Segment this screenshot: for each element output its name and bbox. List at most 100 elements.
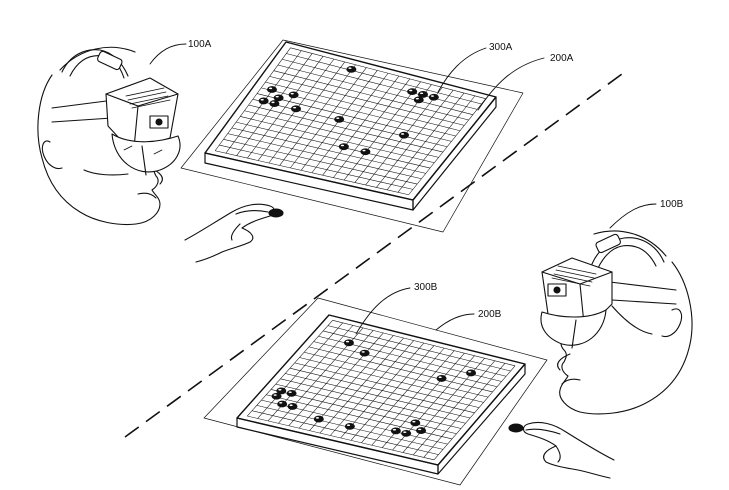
player-b-goggle-lenses	[540, 309, 607, 346]
board-b-side	[437, 363, 526, 475]
player-a-vent-grille	[125, 87, 171, 109]
player-b-mouth	[561, 378, 581, 385]
board-a-stone-highlight	[271, 101, 275, 104]
player-b-strap-clip	[595, 233, 621, 254]
board-a	[180, 39, 524, 233]
board-b-stone	[271, 392, 282, 400]
player-b-lens-divider	[571, 319, 577, 349]
board-a-grid-line-h	[231, 127, 426, 174]
label-300a: 300A	[489, 42, 513, 53]
board-b-grid-line-h	[280, 378, 466, 424]
board-a-stone	[291, 105, 302, 113]
board-a-stone-highlight	[290, 92, 294, 95]
board-a-stone	[334, 115, 345, 123]
board-b-base	[236, 417, 439, 475]
board-a-stone-highlight	[340, 144, 345, 147]
board-a-grid-line-v	[397, 95, 476, 193]
board-b-stone	[344, 422, 355, 430]
board-b-stone	[359, 349, 370, 357]
board-b-stone-highlight	[346, 424, 351, 426]
board-a-stone-highlight	[415, 97, 419, 100]
board-a-stone	[288, 91, 299, 99]
board-a-stone	[428, 93, 439, 101]
board-a-stone-highlight	[430, 95, 435, 97]
board-b-outer-frame	[203, 297, 548, 486]
player-b-hair	[593, 230, 667, 257]
label-300b: 300B	[414, 282, 438, 293]
board-a-grid-line-v	[408, 98, 486, 195]
board-b-stone	[401, 429, 412, 437]
board-b	[203, 297, 548, 486]
board-a-stone	[360, 148, 371, 156]
player-a-fingers	[230, 210, 269, 241]
board-b-stone-highlight	[278, 388, 282, 391]
board-a-stone-highlight	[400, 133, 405, 135]
board-b-top	[236, 314, 526, 466]
board-b-stone-highlight	[468, 370, 472, 373]
player-a-goggle-lenses	[111, 133, 181, 173]
player-b-vent-grille	[551, 265, 597, 287]
player-a-strap-clip	[97, 50, 123, 71]
board-a-stone	[398, 131, 409, 139]
board-b-stone	[286, 389, 297, 397]
leader-300a	[437, 47, 487, 93]
board-b-stone	[313, 415, 324, 423]
board-a-grid	[214, 47, 486, 196]
board-a-stone-highlight	[269, 87, 273, 90]
board-b-stone-highlight	[289, 404, 293, 407]
board-b-stone-highlight	[438, 376, 442, 379]
board-a-grid-line-h	[219, 144, 413, 190]
board-b-stone-highlight	[418, 428, 422, 431]
player-b	[540, 230, 693, 415]
board-a-stone	[267, 86, 278, 93]
player-b-camera-lens	[553, 286, 561, 294]
board-b-grid-line-v	[371, 350, 455, 446]
board-a-top	[204, 41, 497, 201]
board-a-stone-highlight	[260, 98, 264, 101]
board-b-grid-line-v	[413, 360, 496, 456]
player-a-strap-side	[51, 99, 115, 123]
board-a-stone	[269, 100, 280, 107]
board-a-stone-highlight	[409, 89, 413, 92]
board-a-stone-highlight	[348, 67, 352, 69]
player-b-strap-top-inner	[597, 245, 657, 269]
board-a-stone	[346, 65, 357, 73]
board-a-grid-line-v	[386, 92, 465, 191]
board-b-grid-line-h	[289, 367, 475, 414]
label-200a: 200A	[550, 53, 574, 64]
label-200b: 200B	[478, 309, 502, 320]
leader-lines	[149, 43, 657, 335]
board-b-stone	[416, 427, 427, 434]
board-b-stone	[343, 339, 354, 347]
player-b-face	[559, 261, 693, 415]
board-b-grid-line-h	[247, 415, 435, 461]
player-a-strap-back	[83, 169, 129, 176]
leader-100b	[609, 203, 657, 229]
board-b-grid-line-v	[361, 347, 445, 443]
leader-300b	[355, 287, 411, 335]
player-a-strap-top	[61, 49, 129, 77]
board-a-stone	[407, 88, 418, 96]
board-b-stone-highlight	[345, 340, 350, 343]
player-a	[37, 46, 181, 226]
leader-200b	[435, 313, 475, 331]
board-b-grid-line-v	[423, 363, 506, 458]
board-b-grid-line-h	[275, 383, 462, 429]
board-b-stone	[436, 375, 447, 382]
board-a-stone-highlight	[419, 92, 424, 95]
player-b-hand	[508, 421, 615, 479]
player-a-mouth	[137, 192, 157, 199]
player-b-held-stone	[508, 423, 524, 433]
board-a-grid-line-h	[227, 133, 422, 179]
board-b-stone-highlight	[288, 391, 292, 393]
player-b-ear	[661, 308, 683, 338]
leader-100a	[149, 43, 187, 65]
player-a-camera-lens	[155, 118, 163, 126]
board-a-stone	[258, 97, 269, 105]
board-a-stone-highlight	[293, 106, 297, 109]
board-b-stone	[287, 403, 298, 410]
board-b-stone	[466, 369, 477, 377]
player-a-lens-divider	[141, 145, 147, 176]
board-b-stone-highlight	[361, 351, 365, 353]
